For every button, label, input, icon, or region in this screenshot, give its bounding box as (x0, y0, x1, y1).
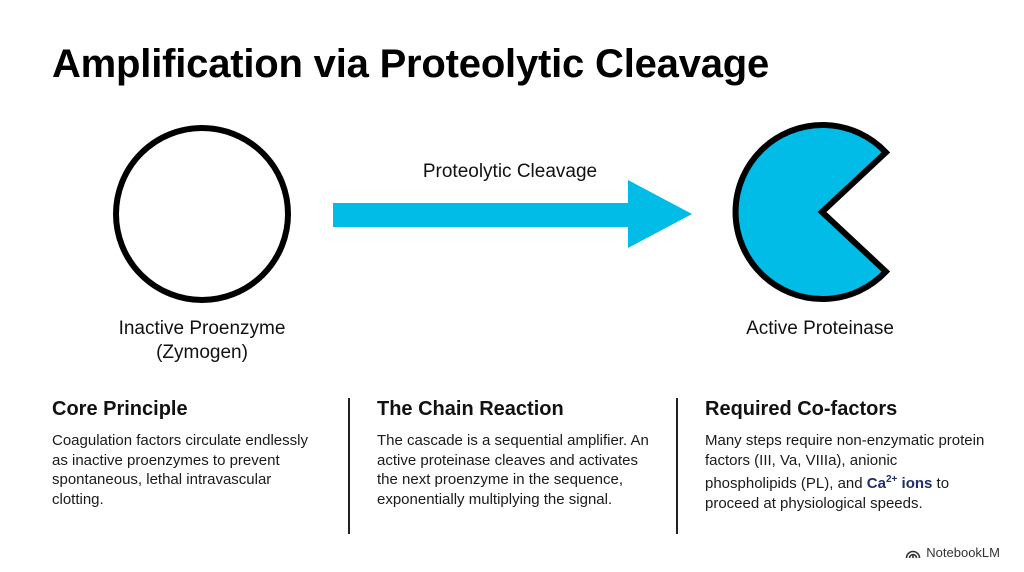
inactive-proenzyme-label: Inactive Proenzyme (Zymogen) (92, 317, 312, 365)
inactive-proenzyme-label-line1: Inactive Proenzyme (118, 318, 286, 339)
calcium-charge: 2+ (885, 474, 898, 485)
arrow-label: Proteolytic Cleavage (422, 161, 598, 182)
calcium-symbol: Ca (866, 475, 886, 492)
required-cofactors-heading: Required Co-factors (705, 398, 898, 420)
page-title: Amplification via Proteolytic Cleavage (52, 42, 770, 86)
column-divider (348, 398, 350, 534)
required-cofactors-section: Required Co-factors Many steps require n… (705, 398, 985, 513)
notebooklm-brand-text: NotebookLM (926, 545, 1000, 560)
chain-reaction-heading: The Chain Reaction (377, 398, 564, 420)
core-principle-heading: Core Principle (52, 398, 188, 420)
notebooklm-logo-icon (905, 550, 921, 558)
required-cofactors-text: Many steps require non-enzymatic protein… (705, 431, 985, 513)
inactive-proenzyme-label-line2: (Zymogen) (156, 342, 248, 363)
column-divider (676, 398, 678, 534)
calcium-ions-label: Ca2+ ions (866, 474, 933, 492)
active-proteinase-label: Active Proteinase (746, 318, 894, 339)
core-principle-text: Coagulation factors circulate endlessly … (52, 432, 308, 508)
calcium-ions-word: ions (897, 475, 933, 492)
inactive-proenzyme-circle (113, 125, 291, 303)
notebooklm-watermark: NotebookLM (905, 545, 1000, 560)
chain-reaction-text: The cascade is a sequential amplifier. A… (377, 432, 649, 508)
core-principle-section: Core Principle Coagulation factors circu… (52, 398, 322, 509)
cofactors-text-part2: to proceed at physiological speeds. (705, 475, 950, 512)
active-proteinase-pacman (732, 122, 891, 302)
cofactors-text-part1: Many steps require non-enzymatic protein… (705, 432, 985, 492)
chain-reaction-section: The Chain Reaction The cascade is a sequ… (377, 398, 657, 509)
cleavage-arrow (333, 180, 692, 248)
